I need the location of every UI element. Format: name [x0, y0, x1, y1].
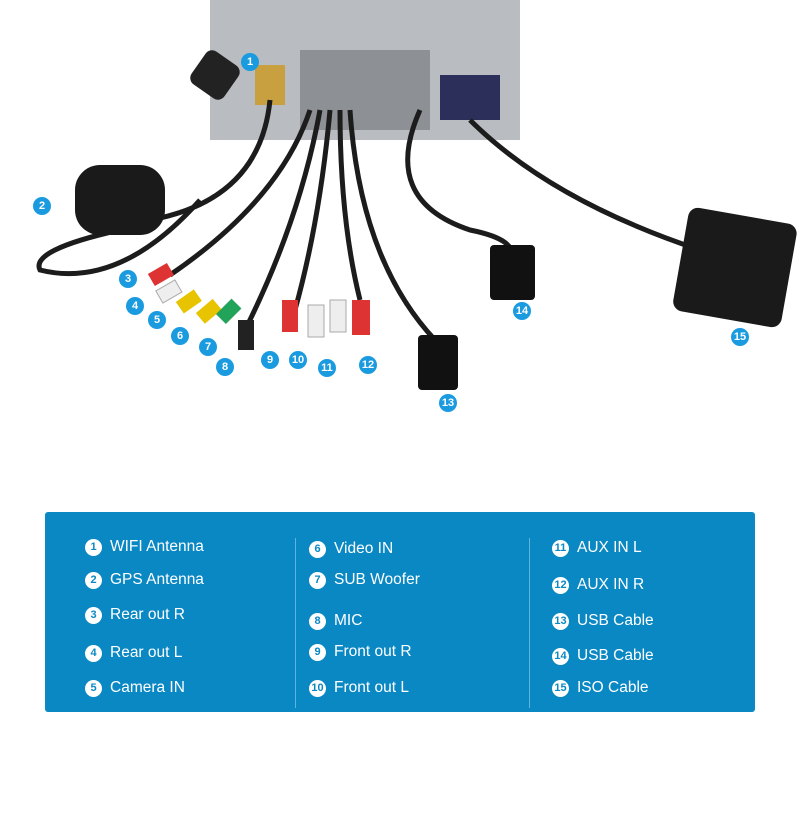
callout-4: 4 — [126, 297, 144, 315]
callout-6: 6 — [171, 327, 189, 345]
callout-1: 1 — [241, 53, 259, 71]
callout-7: 7 — [199, 338, 217, 356]
callout-14: 14 — [513, 302, 531, 320]
callout-15: 15 — [731, 328, 749, 346]
callout-9: 9 — [261, 351, 279, 369]
callout-11: 11 — [318, 359, 336, 377]
callout-3: 3 — [119, 270, 137, 288]
iso-connector — [673, 207, 797, 328]
callout-5: 5 — [148, 311, 166, 329]
divider — [529, 538, 530, 708]
callout-13: 13 — [439, 394, 457, 412]
callout-8: 8 — [216, 358, 234, 376]
cables — [36, 99, 701, 342]
usb-plug — [490, 245, 535, 300]
usb-plug — [418, 335, 458, 390]
gps-antenna-puck — [75, 165, 165, 235]
callout-12: 12 — [359, 356, 377, 374]
callout-10: 10 — [289, 351, 307, 369]
product-photo — [36, 0, 797, 390]
divider — [295, 538, 296, 708]
callout-2: 2 — [33, 197, 51, 215]
